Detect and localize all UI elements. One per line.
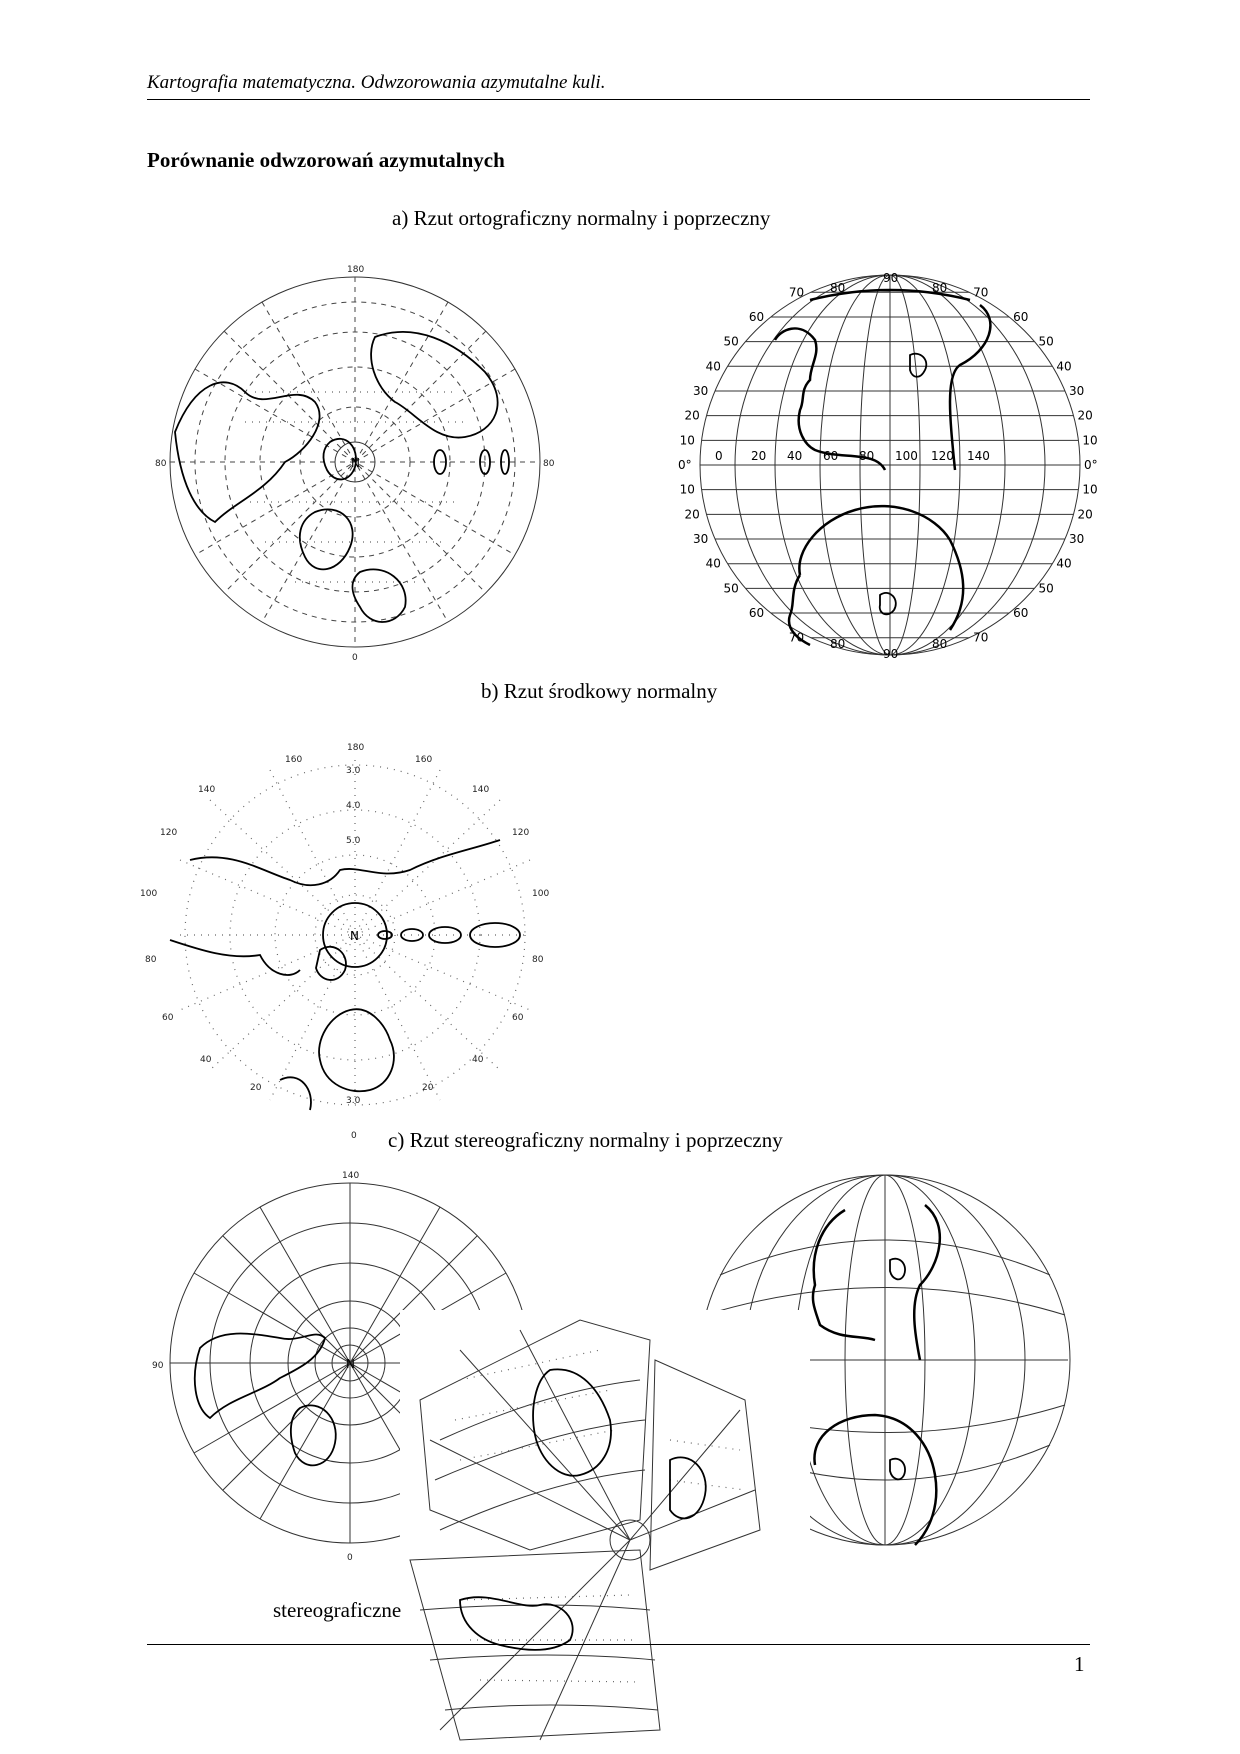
orthographic-normal-map: 180 80 80 0 N: [155, 265, 555, 663]
equator-label: 140: [967, 449, 990, 463]
header-rule: [147, 99, 1090, 100]
gnomonic-bottom: 0: [351, 1131, 357, 1141]
gnomonic-top-2: 180: [347, 743, 364, 753]
running-header: Kartografia matematyczna. Odwzorowania a…: [147, 72, 606, 93]
lat-label-right: 10: [1082, 483, 1097, 497]
lat-label-right: 0°: [1084, 458, 1098, 472]
lat-label-right: 50: [1038, 581, 1053, 595]
stereo-pole-label: N: [346, 1357, 355, 1371]
equator-label: 60: [823, 449, 838, 463]
caption-stereographic: c) Rzut stereograficzny normalny i poprz…: [388, 1128, 783, 1152]
equator-label: 120: [931, 449, 954, 463]
lat-label-left: 50: [724, 335, 739, 349]
gnomonic-circle-1: 3.0: [346, 766, 361, 776]
lat-label-right: 30: [1069, 532, 1084, 546]
lat-label-right: 20: [1077, 507, 1092, 521]
lat-label-right: 70: [973, 631, 988, 645]
lat-label-left: 60: [749, 310, 764, 324]
equator-label: 0: [715, 449, 723, 463]
gnomonic-top-3: 160: [415, 755, 432, 765]
gnomonic-left-label: 60: [162, 1013, 174, 1023]
lat-label-left: 10: [680, 433, 695, 447]
lat-label-left: 40: [706, 557, 721, 571]
caption-orthographic: a) Rzut ortograficzny normalny i poprzec…: [392, 206, 771, 230]
ortho-t-top-3: 80: [932, 281, 947, 295]
lat-label-left: 70: [789, 631, 804, 645]
ortho-label-left: 80: [155, 459, 167, 469]
stereo-label-left: 90: [152, 1361, 164, 1371]
ortho-label-right: 80: [543, 459, 555, 469]
lat-label-left: 50: [724, 581, 739, 595]
gnomonic-right-label: 80: [532, 955, 544, 965]
footer-rule: [147, 1644, 1090, 1645]
lat-label-right: 60: [1013, 606, 1028, 620]
stereo-label-bottom: 0: [347, 1553, 353, 1563]
gnomonic-top-1: 160: [285, 755, 302, 765]
gnomonic-right-label: 100: [532, 889, 549, 899]
lat-label-left: 20: [685, 507, 700, 521]
lat-label-right: 40: [1056, 359, 1071, 373]
caption-stereographic-short: stereograficzne: [273, 1598, 402, 1622]
gnomonic-right-label: 40: [472, 1055, 484, 1065]
equator-label: 100: [895, 449, 918, 463]
equator-label: 20: [751, 449, 766, 463]
gnomonic-right-label: 140: [472, 785, 489, 795]
lat-label-left: 0°: [678, 458, 692, 472]
lat-label-left: 60: [749, 606, 764, 620]
lat-label-right: 10: [1082, 433, 1097, 447]
ortho-t-top-2: 90: [883, 271, 898, 285]
stereographic-composite-map: [400, 1310, 810, 1750]
ortho-t-bottom-2: 90: [883, 647, 898, 661]
gnomonic-right-label: 60: [512, 1013, 524, 1023]
north-pole-label: N: [351, 456, 360, 470]
ortho-t-bottom-3: 80: [932, 637, 947, 651]
equator-label: 40: [787, 449, 802, 463]
section-title: Porównanie odwzorowań azymutalnych: [147, 148, 505, 172]
gnomonic-circle-2: 4.0: [346, 801, 361, 811]
gnomonic-right-label: 20: [422, 1083, 434, 1093]
equator-label: 80: [859, 449, 874, 463]
lat-label-left: 70: [789, 285, 804, 299]
gnomonic-circle-4: 3.0: [346, 1096, 361, 1106]
ortho-label-top: 180: [347, 265, 364, 275]
lat-label-right: 50: [1038, 335, 1053, 349]
caption-gnomonic: b) Rzut środkowy normalny: [481, 679, 718, 703]
ortho-t-bottom-1: 80: [830, 637, 845, 651]
gnomonic-left-label: 100: [140, 889, 157, 899]
lat-label-right: 30: [1069, 384, 1084, 398]
stereo-label-top: 140: [342, 1171, 359, 1181]
gnomonic-map: 160 180 160 140 120 100 80 60 40 20 140 120 100 8…: [140, 743, 549, 1141]
lat-label-right: 40: [1056, 557, 1071, 571]
lat-label-right: 20: [1077, 409, 1092, 423]
gnomonic-circle-3: 5.0: [346, 836, 361, 846]
gnomonic-left-label: 40: [200, 1055, 212, 1065]
lat-label-right: 60: [1013, 310, 1028, 324]
lat-label-left: 30: [693, 384, 708, 398]
gnomonic-left-label: 80: [145, 955, 157, 965]
gnomonic-pole-label: N: [350, 929, 359, 943]
gnomonic-left-label: 20: [250, 1083, 262, 1093]
gnomonic-left-label: 120: [160, 828, 177, 838]
lat-label-left: 40: [706, 359, 721, 373]
lat-label-left: 20: [685, 409, 700, 423]
ortho-label-bottom: 0: [352, 653, 358, 663]
ortho-t-top-1: 80: [830, 281, 845, 295]
lat-label-right: 70: [973, 285, 988, 299]
gnomonic-left-label: 140: [198, 785, 215, 795]
page-number: 1: [1074, 1652, 1085, 1676]
lat-label-left: 10: [680, 483, 695, 497]
lat-label-left: 30: [693, 532, 708, 546]
gnomonic-right-label: 120: [512, 828, 529, 838]
